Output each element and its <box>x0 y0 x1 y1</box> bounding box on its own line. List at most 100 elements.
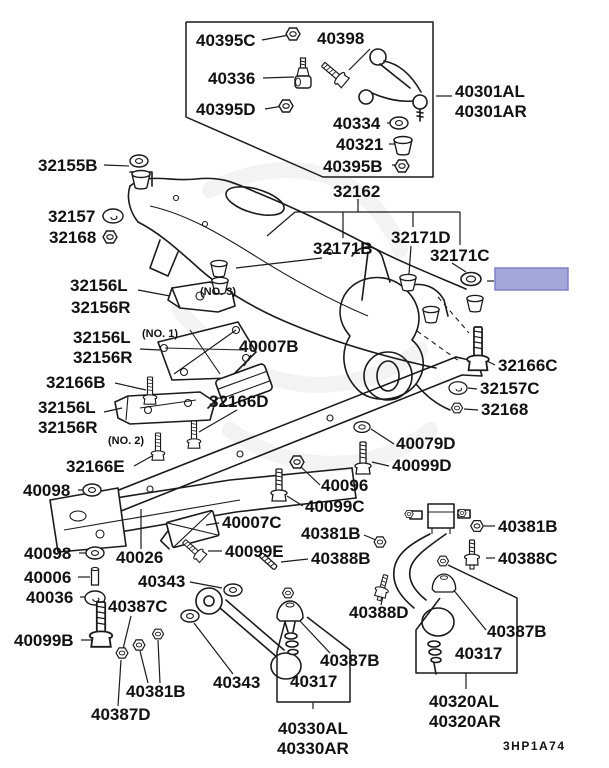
part-number-label: 32156L <box>70 276 128 295</box>
stay-40007c-art <box>159 509 220 550</box>
part-number-label: 32156R <box>38 418 98 437</box>
part-number-label: 40099E <box>225 542 284 561</box>
part-number-label: 40387B <box>487 622 547 641</box>
leader-line <box>370 428 395 445</box>
nut-icon <box>281 587 295 599</box>
part-number-label: 40079D <box>396 434 456 453</box>
group-box <box>185 21 434 178</box>
part-number-label: 40388B <box>311 549 371 568</box>
part-number-label: 32157C <box>480 379 540 398</box>
washer-icon <box>353 420 371 434</box>
studnut-icon <box>371 572 393 603</box>
nut-icon <box>450 402 464 414</box>
leader-line <box>139 348 161 351</box>
part-number-label: 40387D <box>91 705 151 724</box>
part-number-label: 32156R <box>73 348 133 367</box>
part-number-label: 32156L <box>38 398 96 417</box>
leader-line <box>451 262 467 273</box>
crossmember-art <box>127 171 467 369</box>
part-number-label: 32156L <box>73 328 131 347</box>
part-number-label: 32166D <box>209 392 269 411</box>
part-number-label: 40320AL <box>429 692 499 711</box>
cup-icon <box>393 135 413 156</box>
plate-no1-art <box>157 321 257 381</box>
part-number-label: 40343 <box>138 572 185 591</box>
leader-line <box>298 619 331 654</box>
part-number-label: 40096 <box>321 476 368 495</box>
part-number-label: 40006 <box>24 568 71 587</box>
leader-line <box>235 257 323 269</box>
part-number-label: 32171D <box>391 228 451 247</box>
studnut-icon <box>463 539 481 570</box>
washer-icon <box>389 116 409 130</box>
part-number-label: 40330AL <box>278 719 348 738</box>
arm-40320-art <box>392 503 471 675</box>
part-number-label: 40395B <box>323 157 383 176</box>
leader-line <box>139 650 149 684</box>
leader-line <box>408 245 412 275</box>
nut-icon <box>102 230 118 244</box>
part-number-label: 40301AL <box>455 82 525 101</box>
part-number-label: 40334 <box>333 114 381 133</box>
upper-control-arm-art <box>358 48 428 122</box>
part-number-label: 32171C <box>430 246 490 265</box>
leader-line <box>371 461 390 467</box>
nut-icon <box>404 509 414 519</box>
leader-line <box>122 615 132 650</box>
washer-icon <box>82 483 102 497</box>
part-number-label: 3HP1A74 <box>503 739 566 753</box>
leader-line <box>348 48 371 71</box>
washer_tab-icon <box>102 208 124 224</box>
part-number-label: 32155B <box>38 156 98 175</box>
leader-line <box>193 622 234 675</box>
part-number-label: 40098 <box>24 544 71 563</box>
part-number-label: 40381B <box>126 682 186 701</box>
nut-icon <box>373 536 387 548</box>
part-number-label: 40098 <box>23 481 70 500</box>
leader-line <box>280 558 309 563</box>
nut-icon <box>436 555 450 567</box>
part-number-label: 40320AR <box>429 712 501 731</box>
leader-line <box>205 522 220 526</box>
part-number-label: 40007C <box>222 513 282 532</box>
part-number-label: 40388C <box>498 549 558 568</box>
leader-line <box>243 354 252 367</box>
leader-line <box>463 408 479 411</box>
bolt-icon <box>186 420 202 449</box>
washer-icon <box>180 609 200 623</box>
cup-icon <box>466 294 484 313</box>
part-number-label: 40395C <box>196 31 256 50</box>
part-number-label: 32156R <box>71 298 131 317</box>
bolt-icon <box>150 432 166 461</box>
leader-line <box>103 164 130 167</box>
part-number-label: 40381B <box>498 517 558 536</box>
leader-line <box>114 382 147 391</box>
leader-line <box>363 534 377 541</box>
leader-line <box>261 34 290 41</box>
dome-icon <box>276 600 304 622</box>
rod-40330-art <box>195 587 302 680</box>
part-number-label: 40388D <box>349 603 409 622</box>
leader-line <box>467 387 478 390</box>
part-number-label: 40099D <box>392 456 452 475</box>
part-number-label: 40381B <box>301 524 361 543</box>
stud6-icon <box>90 566 100 586</box>
washer-icon <box>223 583 243 597</box>
leader-lines <box>78 34 496 709</box>
leader-line <box>451 587 487 631</box>
leader-line <box>157 639 161 684</box>
washer-icon <box>85 546 105 560</box>
position-note-label: (NO. 2) <box>108 435 144 447</box>
part-number-label: 40099B <box>14 631 74 650</box>
leader-line <box>300 466 321 486</box>
cup-icon <box>422 305 440 324</box>
leader-line <box>117 659 122 707</box>
leader-line <box>133 455 153 467</box>
part-number-label: 40336 <box>208 69 255 88</box>
part-number-label: 32171B <box>313 239 373 258</box>
part-number-label: 40301AR <box>455 102 527 121</box>
highlighted-part-box[interactable] <box>494 267 569 291</box>
washer-icon <box>129 154 149 168</box>
